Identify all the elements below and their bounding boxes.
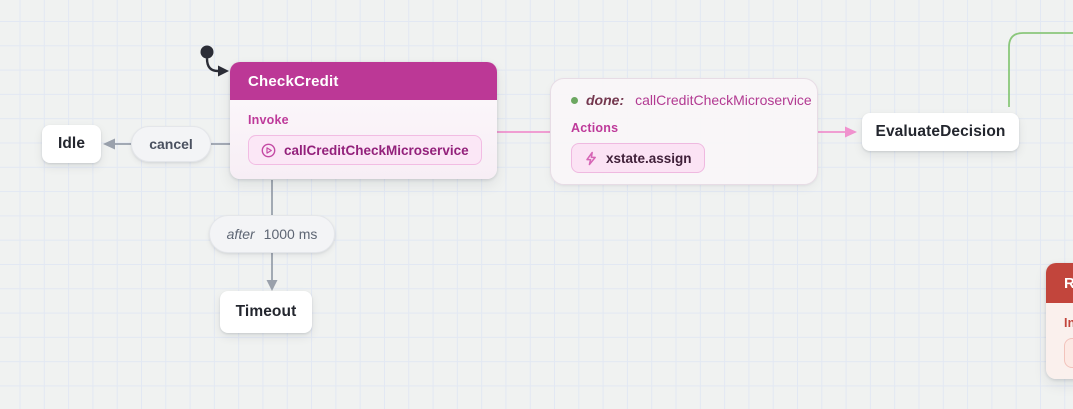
- done-keyword: done:: [586, 92, 625, 108]
- state-header[interactable]: Re: [1046, 263, 1073, 303]
- after-keyword: after: [226, 226, 255, 242]
- edge-done[interactable]: [497, 126, 857, 138]
- state-title: Idle: [57, 135, 86, 152]
- arrowhead-right-icon: [845, 126, 857, 138]
- state-node-evaluate-decision[interactable]: EvaluateDecision: [862, 113, 1019, 151]
- state-body: Invoke callCreditCheckMicroservice: [230, 100, 497, 179]
- state-body: In: [1046, 303, 1073, 379]
- edge-green-offscreen[interactable]: [1008, 32, 1073, 107]
- edge-after-timeout[interactable]: [266, 180, 278, 291]
- state-title: EvaluateDecision: [875, 123, 1006, 140]
- state-node-clipped-right[interactable]: Re In: [1046, 263, 1073, 379]
- invoke-section-label: Invoke: [248, 113, 289, 127]
- state-title: CheckCredit: [248, 72, 339, 90]
- edge-cancel[interactable]: [103, 138, 230, 150]
- after-delay-value: 1000 ms: [263, 226, 318, 242]
- state-header[interactable]: CheckCredit: [230, 62, 497, 100]
- invoke-section-label: In: [1064, 316, 1073, 330]
- invoke-service-name: callCreditCheckMicroservice: [284, 142, 469, 158]
- event-pill-after-delay[interactable]: after 1000 ms: [209, 215, 335, 253]
- lightning-icon: [586, 151, 596, 165]
- event-label: cancel: [149, 136, 193, 152]
- state-node-check-credit[interactable]: CheckCredit Invoke callCreditCheckMicros…: [230, 62, 497, 179]
- invoke-service-pill[interactable]: callCreditCheckMicroservice: [248, 135, 482, 165]
- event-pill-cancel[interactable]: cancel: [131, 126, 211, 162]
- state-title: Timeout: [235, 303, 297, 320]
- done-status-dot-icon: [571, 96, 578, 104]
- done-event-row: done: callCreditCheckMicroservice: [571, 92, 812, 108]
- play-icon: [261, 143, 276, 157]
- transition-card-done[interactable]: done: callCreditCheckMicroservice Action…: [550, 78, 818, 185]
- initial-state-marker-icon[interactable]: [200, 45, 230, 77]
- state-title: Re: [1064, 274, 1073, 292]
- arrowhead-down-icon: [266, 280, 278, 291]
- done-service-name: callCreditCheckMicroservice: [635, 92, 812, 108]
- action-name: xstate.assign: [606, 150, 692, 166]
- actions-section-label: Actions: [571, 121, 619, 135]
- invoke-service-pill[interactable]: [1064, 338, 1073, 368]
- state-node-idle[interactable]: Idle: [42, 125, 101, 163]
- arrowhead-left-icon: [103, 138, 115, 150]
- state-node-timeout[interactable]: Timeout: [220, 291, 312, 333]
- action-pill-xstate-assign[interactable]: xstate.assign: [571, 143, 705, 173]
